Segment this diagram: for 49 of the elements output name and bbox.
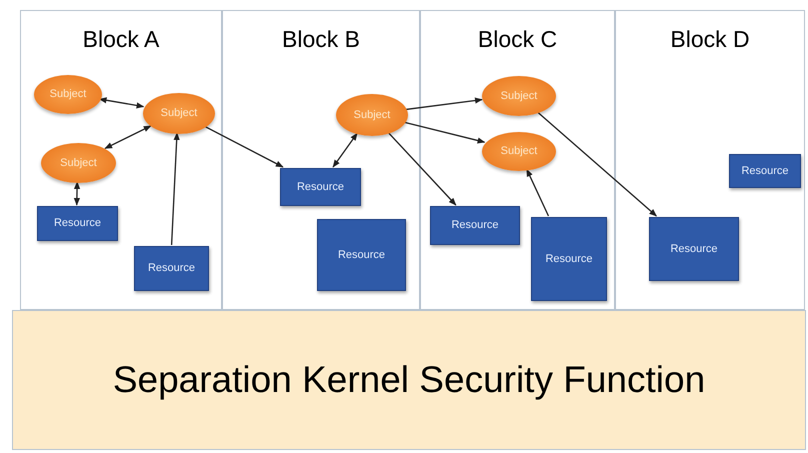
resource-label: Resource [670,242,718,257]
block-panel [420,10,615,310]
block-heading: Block B [282,25,360,54]
arrow [170,132,180,246]
arrow [204,126,284,168]
subject-label: Subject [60,156,97,171]
subject-ellipse [482,132,556,171]
resource-box [729,154,801,188]
arrow [388,132,456,206]
subject-label: Subject [50,87,86,102]
arrow [537,112,657,217]
subject-ellipse [143,93,215,134]
kernel-band [12,310,806,450]
resource-label: Resource [451,218,499,234]
resource-box [531,217,607,301]
subject-ellipse [34,75,102,114]
resource-box [649,217,739,281]
resource-box [280,168,361,206]
block-heading: Block D [670,25,750,54]
resource-label: Resource [54,216,102,232]
resource-label: Resource [545,252,593,267]
subject-label: Subject [500,88,538,104]
subject-ellipse [41,143,116,183]
block-heading: Block C [478,25,558,54]
block-panel [20,10,222,310]
subject-label: Subject [160,106,198,122]
arrow [104,125,152,150]
resource-box [317,219,406,291]
block-panel [615,10,805,310]
block-panel [222,10,420,310]
resource-label: Resource [296,180,344,195]
arrow [332,132,358,168]
arrow [98,97,144,108]
resource-box [37,206,118,241]
resource-label: Resource [338,248,386,263]
subject-ellipse [336,94,408,136]
resource-label: Resource [741,164,789,179]
subject-ellipse [482,76,556,116]
resource-box [134,246,209,291]
resource-box [430,206,520,245]
arrow [406,97,483,110]
arrow [526,168,550,216]
block-heading: Block A [82,25,160,54]
subject-label: Subject [500,144,538,160]
arrow [404,122,486,144]
resource-label: Resource [148,261,196,276]
kernel-label: Separation Kernel Security Function [112,358,706,402]
arrow [74,181,80,206]
subject-label: Subject [354,108,390,123]
